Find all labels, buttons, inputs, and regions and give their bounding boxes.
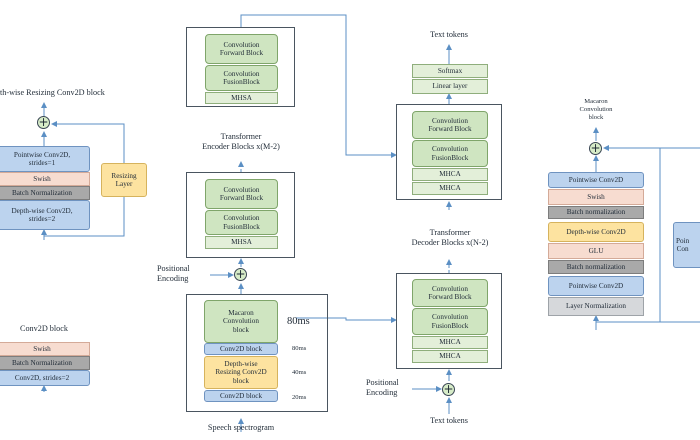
encoder-mid-block-frame	[186, 172, 295, 258]
macaron-batchnorm-top: Batch normalization	[548, 206, 644, 219]
right-partial-pointwise-block: Poin Con	[673, 222, 700, 268]
decoder-bottom-conv-forward: Convolution Forward Block	[412, 279, 488, 307]
decoder-top-conv-fusion: Convolution FusionBlock	[412, 140, 488, 167]
decoder-add-node: +	[442, 382, 455, 396]
decoder-bottom-mhca-1: MHCA	[412, 336, 488, 349]
left-top-batch-normalization: Batch Normalization	[0, 186, 90, 200]
encoder-rate-80-large: 80ms	[287, 316, 310, 327]
left-top-depthwise-conv2d: Depth-wise Conv2D, strides=2	[0, 200, 90, 230]
encoder-macaron-block: Macaron Convolution block	[204, 300, 278, 343]
macaron-batchnorm-bottom: Batch normalization	[548, 260, 644, 274]
left-bottom-swish: Swish	[0, 342, 90, 356]
encoder-blocks-label: Transformer Encoder Blocks x(M-2)	[202, 132, 280, 151]
encoder-to-decoder-bottom	[296, 317, 397, 323]
decoder-positional-encoding: Positional Encoding	[366, 378, 399, 397]
decoder-top-mhca-2: MHCA	[412, 182, 488, 195]
decoder-bottom-conv-fusion: Convolution FusionBlock	[412, 308, 488, 335]
encoder-rate-40: 40ms	[292, 369, 307, 376]
decoder-output-label: Text tokens	[430, 30, 468, 39]
decoder-top-mhca-1: MHCA	[412, 168, 488, 181]
encoder-input-label: Speech spectrogram	[207, 423, 275, 432]
encoder-depthwise-resizing: Depth-wise Resizing Conv2D block	[204, 356, 278, 389]
left-top-pointwise-conv2d: Pointwise Conv2D, strides=1	[0, 146, 90, 172]
encoder-positional-encoding: Positional Encoding	[157, 264, 190, 283]
decoder-softmax: Softmax	[412, 64, 488, 78]
macaron-swish: Swish	[548, 189, 644, 205]
macaron-title: Macaron Convolution block	[579, 98, 613, 121]
macaron-pointwise-bottom: Pointwise Conv2D	[548, 276, 644, 296]
decoder-linear-layer: Linear layer	[412, 79, 488, 94]
encoder-to-decoder-top	[240, 14, 397, 158]
resizing-to-add	[51, 121, 125, 163]
encoder-top-block-frame	[186, 27, 295, 107]
encoder-mid-mhsa: MHSA	[205, 236, 278, 249]
left-top-title: th-wise Resizing Conv2D block	[0, 88, 105, 97]
encoder-top-conv-fusion: Convolution FusionBlock	[205, 65, 278, 91]
encoder-mid-conv-fusion: Convolution FusionBlock	[205, 210, 278, 235]
left-bottom-conv2d: Conv2D, strides=2	[0, 370, 90, 386]
encoder-add-node: +	[234, 267, 247, 281]
encoder-conv2d-block-bottom: Conv2D block	[204, 390, 278, 402]
macaron-residual	[596, 145, 661, 323]
macaron-glu: GLU	[548, 243, 644, 259]
macaron-layer-normalization: Layer Normalization	[548, 297, 644, 316]
decoder-bottom-mhca-2: MHCA	[412, 350, 488, 363]
decoder-blocks-label: Transformer Decoder Blocks x(N-2)	[411, 228, 489, 247]
encoder-top-mhsa: MHSA	[205, 92, 278, 104]
encoder-rate-80: 80ms	[292, 345, 307, 352]
left-top-swish: Swish	[0, 172, 90, 186]
macaron-pointwise-top: Pointwise Conv2D	[548, 172, 644, 188]
left-top-resizing-layer: Resizing Layer	[101, 163, 147, 197]
decoder-bottom-block-frame	[396, 273, 502, 369]
macaron-add-node: +	[589, 141, 602, 155]
encoder-conv2d-block-top: Conv2D block	[204, 343, 278, 355]
decoder-input-label: Text tokens	[430, 416, 468, 425]
residual-to-resizing	[44, 197, 125, 237]
encoder-mid-conv-forward: Convolution Forward Block	[205, 179, 278, 209]
decoder-top-conv-forward: Convolution Forward Block	[412, 111, 488, 139]
decoder-top-block-frame	[396, 104, 502, 200]
encoder-top-conv-forward: Convolution Forward Block	[205, 34, 278, 64]
encoder-rate-20: 20ms	[292, 394, 307, 401]
macaron-depthwise-conv2d: Depth-wise Conv2D	[548, 222, 644, 242]
left-top-add-node: +	[37, 115, 50, 129]
encoder-frontend-frame	[186, 294, 328, 412]
left-bottom-batch-normalization: Batch Normalization	[0, 356, 90, 370]
left-bottom-title: Conv2D block	[20, 324, 68, 333]
